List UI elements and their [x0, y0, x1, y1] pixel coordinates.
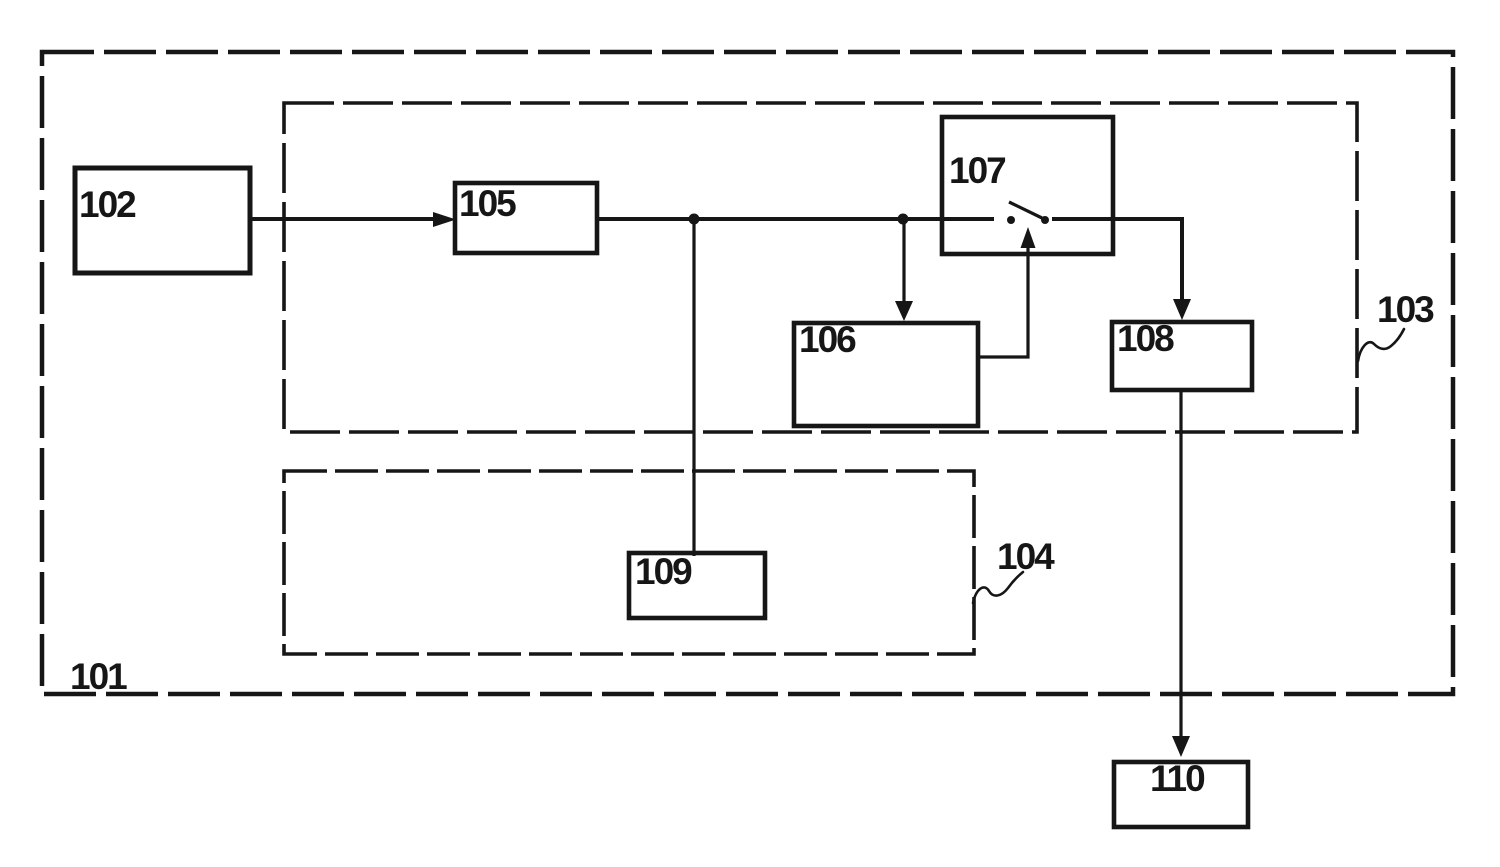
label-108: 108	[1117, 318, 1174, 359]
label-101: 101	[70, 656, 127, 697]
ref-squiggle-103	[1356, 327, 1406, 363]
outer-dashed-box-101	[39, 49, 1456, 697]
switch-contact-right	[1041, 216, 1049, 224]
label-109: 109	[635, 551, 692, 592]
connector-106-switch	[978, 248, 1030, 359]
arrowhead-into-110	[1172, 736, 1190, 757]
block-110	[1111, 759, 1251, 830]
label-110: 110	[1150, 758, 1205, 799]
arrowhead-into-switch	[1020, 227, 1036, 248]
label-103: 103	[1377, 289, 1434, 330]
label-107: 107	[949, 150, 1005, 191]
label-105: 105	[459, 183, 516, 224]
ref-squiggle-104	[971, 570, 1025, 605]
inner-dashed-box-104	[282, 469, 976, 656]
arrowhead-into-106	[895, 301, 913, 321]
block-105	[452, 180, 600, 256]
label-102: 102	[79, 184, 136, 225]
switch-contact-left	[1007, 216, 1015, 224]
inner-dashed-box-103	[282, 101, 1359, 434]
connector-switch-108	[1052, 217, 1184, 301]
arrowhead-into-105	[433, 212, 456, 227]
block-109	[626, 550, 768, 621]
label-104: 104	[997, 536, 1055, 577]
arrowhead-into-108	[1173, 299, 1191, 320]
label-106: 106	[799, 319, 856, 360]
block-106	[791, 320, 981, 429]
switch-blade	[1008, 200, 1043, 220]
